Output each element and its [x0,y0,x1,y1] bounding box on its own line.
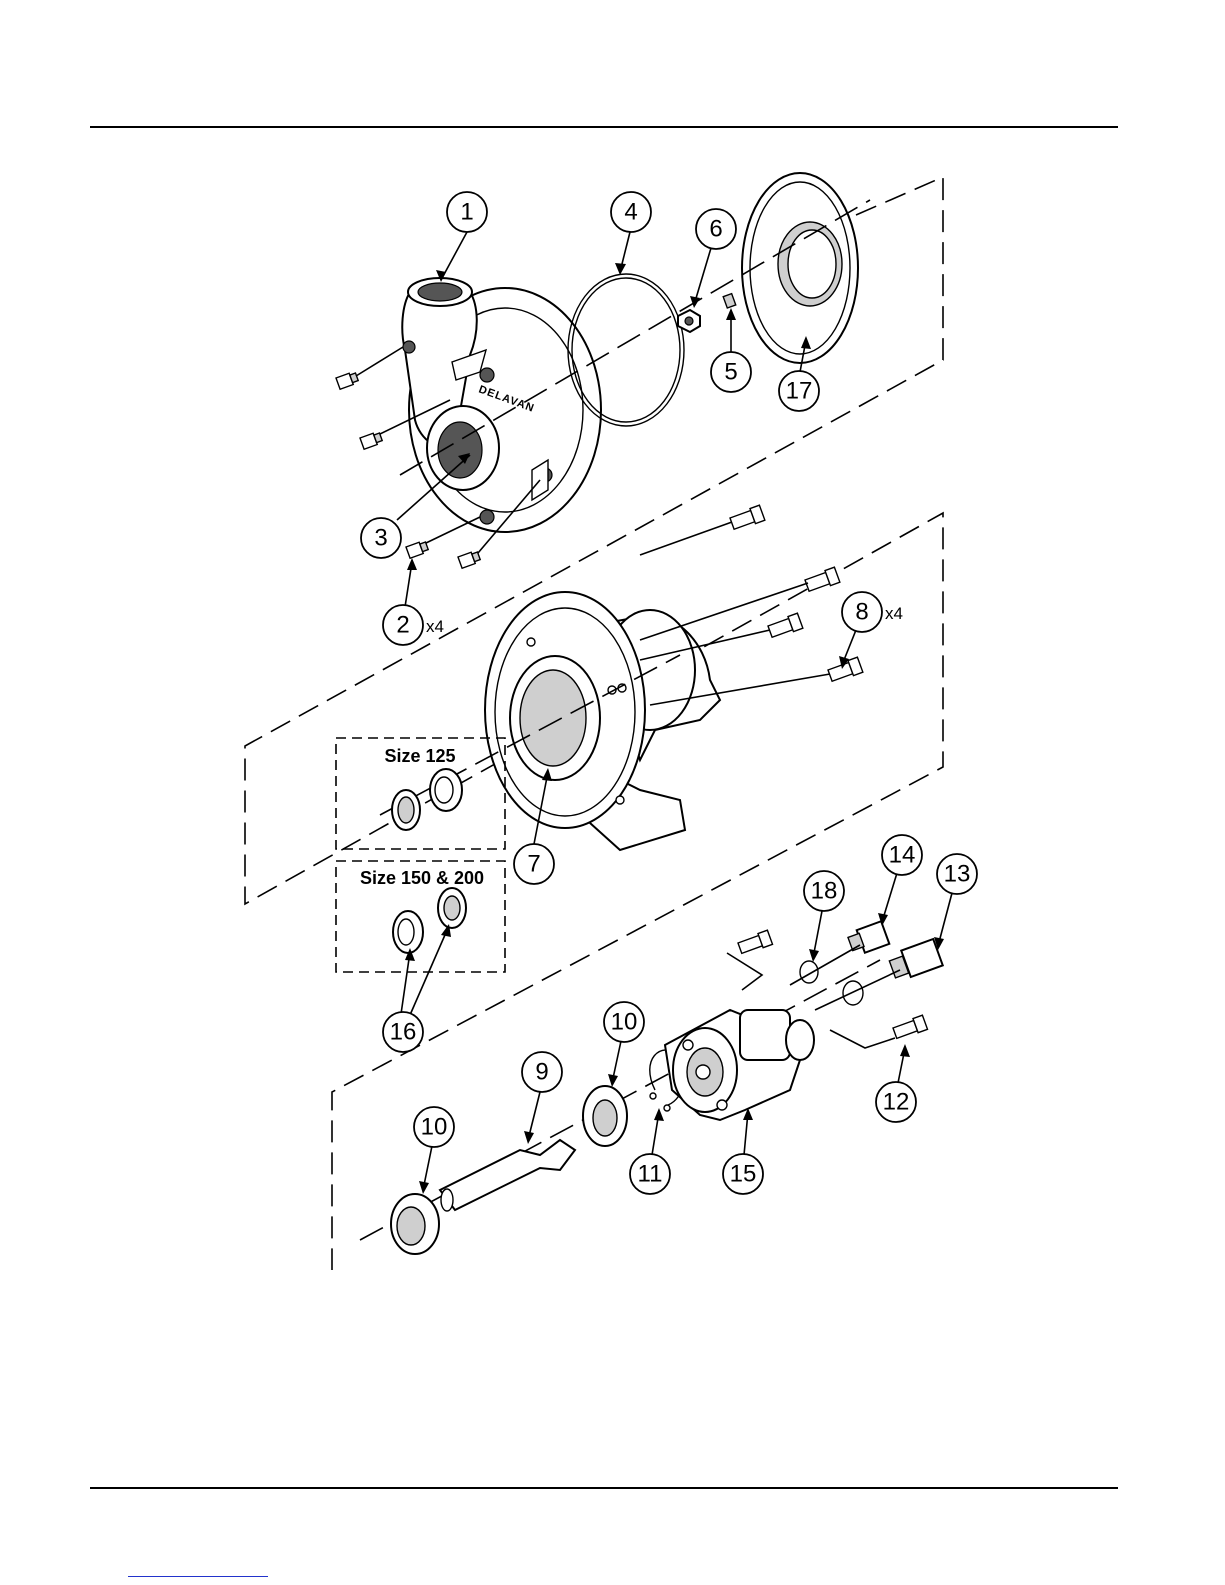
svg-text:18: 18 [811,878,838,905]
svg-text:15: 15 [730,1161,757,1188]
part-17-impeller [742,173,858,363]
callout-10a-arrow [419,1181,429,1194]
callout-8: 8 x4 [842,592,903,632]
svg-text:6: 6 [709,216,722,243]
callout-17: 17 [779,371,819,411]
callout-14: 14 [882,835,922,875]
callout-6: 6 [696,209,736,249]
svg-text:14: 14 [889,842,916,869]
callout-18: 18 [804,871,844,911]
footer-link-underline[interactable] [128,1576,268,1577]
callout-9: 9 [522,1052,562,1092]
callout-10b-arrow [608,1074,618,1087]
svg-text:5: 5 [724,359,737,386]
part-5-key [723,294,736,308]
callout-1: 1 [447,192,487,232]
callout-10a: 10 [414,1107,454,1147]
callout-2: 2 x4 [383,605,444,645]
callout-9-arrow [524,1131,534,1144]
svg-text:4: 4 [624,199,637,226]
part-9-shaft [440,1140,575,1211]
callout-2-arrow [407,558,417,570]
callout-5-arrow [726,308,736,320]
svg-text:12: 12 [883,1089,910,1116]
svg-text:1: 1 [460,199,473,226]
callout-11: 11 [630,1154,670,1194]
part-10-bearing-inner [583,1086,627,1146]
svg-text:11: 11 [638,1161,663,1188]
svg-text:3: 3 [374,525,387,552]
callout-7: 7 [514,844,554,884]
callout-15: 15 [723,1154,763,1194]
svg-text:17: 17 [786,378,813,405]
callout-13-leader [938,893,952,946]
size-125-title: Size 125 [384,746,455,766]
svg-text:7: 7 [527,851,540,878]
part-10-bearing-outer [391,1194,439,1254]
svg-text:8: 8 [855,599,868,626]
callout-12: 12 [876,1082,916,1122]
size-150-200-box: Size 150 & 200 [336,861,505,972]
callout-16-leader-a [401,952,410,1014]
svg-text:x4: x4 [885,604,903,623]
callout-3: 3 [361,518,401,558]
svg-text:2: 2 [396,612,409,639]
svg-text:13: 13 [944,861,971,888]
svg-text:10: 10 [611,1009,638,1036]
svg-text:16: 16 [390,1019,417,1046]
callout-4: 4 [611,192,651,232]
callout-18-arrow [809,949,819,962]
size-150-200-title: Size 150 & 200 [360,868,484,888]
callout-16: 16 [383,1012,423,1052]
callout-13: 13 [937,854,977,894]
callout-10b: 10 [604,1002,644,1042]
part-1-pump-housing: DELAVAN [402,278,601,532]
part-6-nut [678,310,700,332]
callout-12-arrow [900,1044,910,1057]
part-7-bearing-frame [485,592,720,850]
svg-text:10: 10 [421,1114,448,1141]
callout-6-arrow [690,296,700,308]
svg-text:x4: x4 [426,617,444,636]
callout-5: 5 [711,352,751,392]
callout-4-arrow [615,263,626,275]
svg-text:9: 9 [535,1059,548,1086]
callout-11-arrow [654,1108,664,1121]
callout-6-leader [694,248,711,305]
part-15-hydraulic-motor [665,1010,814,1120]
fitting-leader-upper [790,945,860,985]
